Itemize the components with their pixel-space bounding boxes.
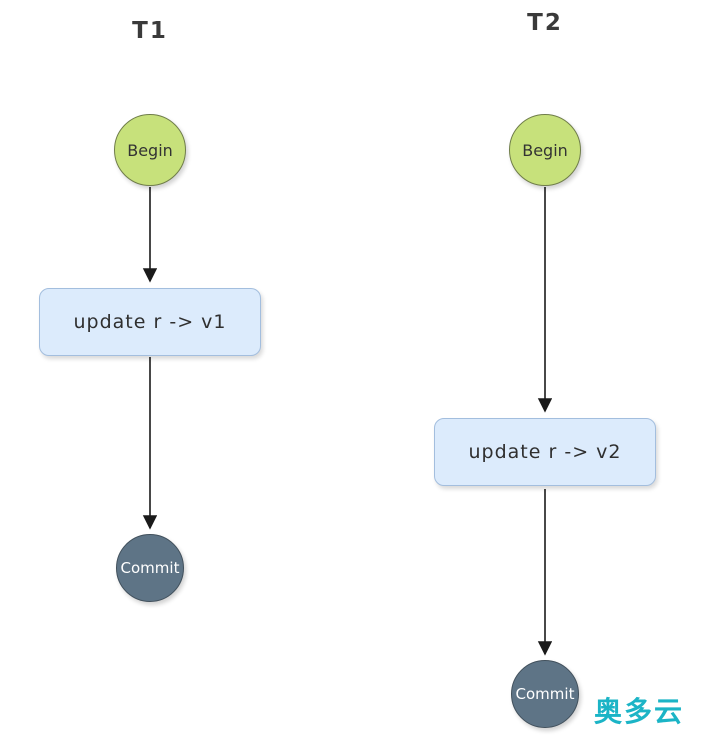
watermark-text: 奥多云 [594,695,685,728]
t1-title: T1 [132,18,168,44]
t2-update-node: update r -> v2 [434,418,656,486]
t1-commit-node: Commit [116,534,184,602]
t1-update-node: update r -> v1 [39,288,261,356]
t1-begin-node: Begin [114,114,186,186]
t2-commit-node: Commit [511,660,579,728]
t2-title: T2 [527,10,563,36]
t2-begin-node: Begin [509,114,581,186]
